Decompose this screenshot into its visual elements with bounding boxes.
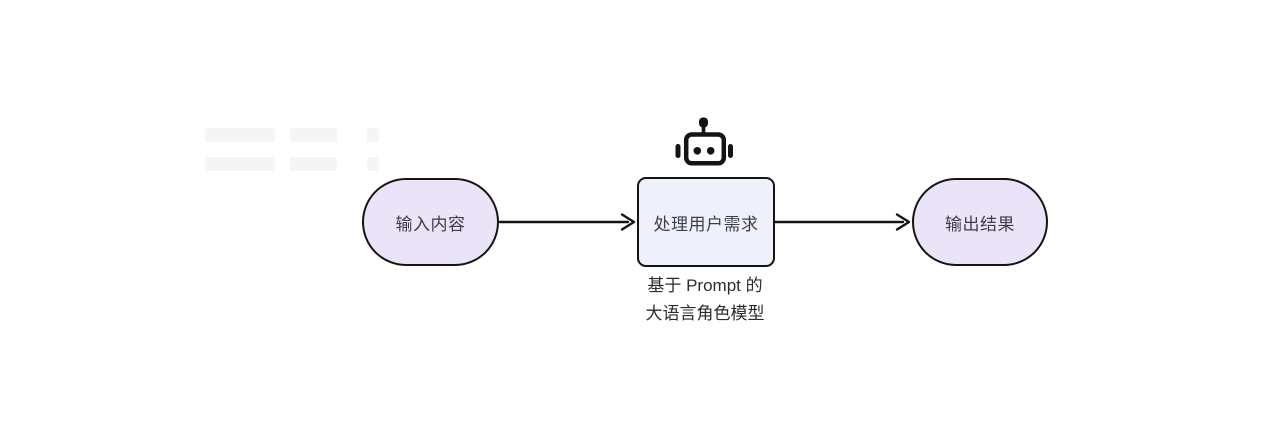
node-input-label: 输入内容: [395, 214, 466, 234]
node-process-label: 处理用户需求: [653, 214, 759, 234]
watermark-block: [367, 128, 379, 142]
process-caption: 基于 Prompt 的 大语言角色模型: [615, 272, 795, 328]
watermark-block: [367, 157, 379, 171]
node-output: 输出结果: [912, 178, 1048, 266]
process-caption-line2: 大语言角色模型: [645, 304, 765, 323]
node-input: 输入内容: [362, 178, 499, 266]
watermark-block: [290, 128, 337, 142]
arrow-process-to-output: [773, 213, 911, 231]
watermark-block: [205, 157, 275, 171]
node-process: 处理用户需求: [637, 177, 775, 267]
robot-icon: [675, 117, 733, 166]
watermark-block: [205, 128, 275, 142]
watermark-block: [290, 157, 337, 171]
process-caption-line1: 基于 Prompt 的: [647, 276, 763, 295]
node-output-label: 输出结果: [945, 214, 1015, 234]
arrow-input-to-process: [498, 213, 636, 231]
